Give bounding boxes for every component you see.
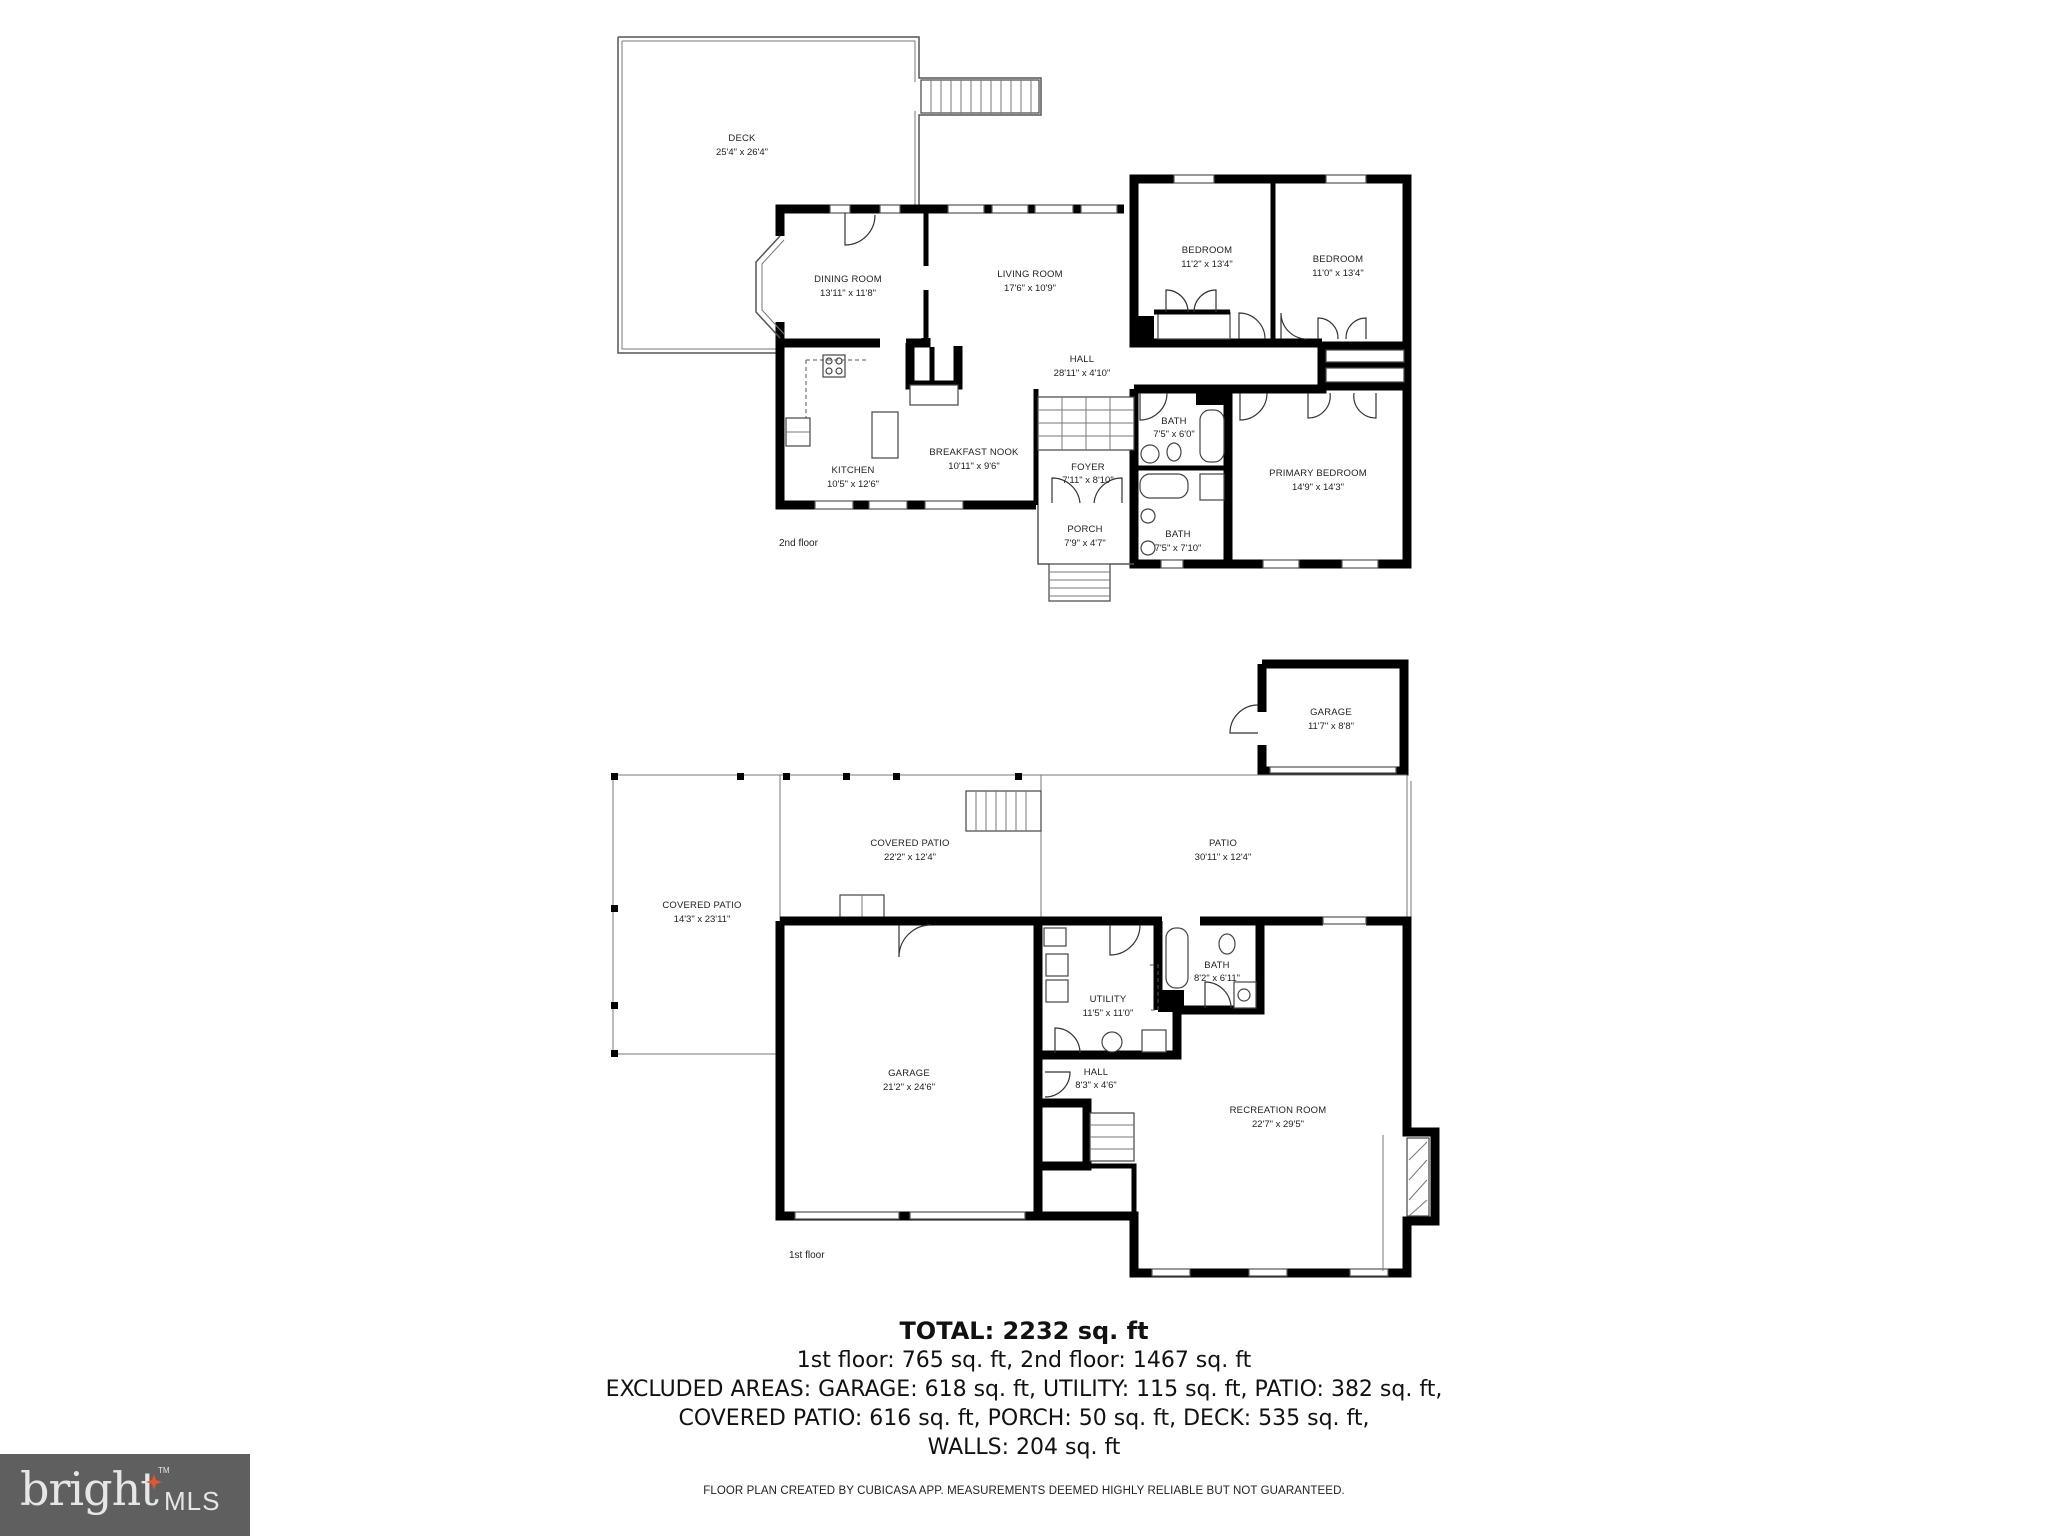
bright-mls-logo: bright TM MLS [0,1454,250,1536]
room-label-bedroom-2: BEDROOM [1313,254,1364,265]
room-label-primary-bedroom: PRIMARY BEDROOM [1269,468,1367,479]
room-dims-bath-1: 7'5" x 6'0" [1153,429,1195,440]
floor-label-1st: 1st floor [789,1250,825,1261]
first-floor-plan: GARAGE 11'7" x 8'8" COVERED PATIO 22'2" … [611,659,1440,1278]
doors-first-floor [898,924,1232,1098]
deck-stairs [920,79,1040,114]
room-label-deck: DECK [728,133,756,144]
room-dims-breakfast-nook: 10'11" x 9'6" [948,461,999,472]
room-dims-porch: 7'9" x 4'7" [1064,538,1106,549]
room-label-hall: HALL [1070,354,1095,365]
room-dims-primary-bedroom: 14'9" x 14'3" [1292,482,1344,493]
room-dims-bedroom-1: 11'2" x 13'4" [1181,259,1232,270]
logo-brand-text: bright [20,1462,159,1516]
room-label-garage: GARAGE [888,1068,930,1079]
disclaimer: FLOOR PLAN CREATED BY CUBICASA APP. MEAS… [703,1485,1345,1497]
room-dims-kitchen: 10'5" x 12'6" [827,479,879,490]
room-dims-covered-patio-left: 14'3" x 23'11" [674,914,731,925]
bath-fixtures [1139,409,1225,556]
room-label-bath-1: BATH [1161,416,1186,427]
room-label-bedroom-1: BEDROOM [1182,245,1233,256]
room-label-utility: UTILITY [1090,994,1127,1005]
fireplace [1382,1135,1430,1271]
room-dims-hall-1st: 8'3" x 4'6" [1075,1080,1117,1091]
room-dims-bath: 8'2" x 6'11" [1194,973,1240,984]
room-label-living-room: LIVING ROOM [997,269,1063,280]
room-dims-bedroom-2: 11'0" x 13'4" [1312,268,1363,279]
room-dims-patio: 30'11" x 12'4" [1195,852,1252,863]
patios [611,773,1412,1057]
floor-areas: 1st floor: 765 sq. ft, 2nd floor: 1467 s… [796,1348,1252,1373]
doors-second-floor [844,213,1377,504]
basement-stairs [1089,1112,1135,1162]
room-dims-foyer: 7'11" x 8'10" [1062,475,1113,486]
detached-garage [1229,659,1409,776]
room-label-hall-1st: HALL [1084,1067,1109,1078]
room-label-bath: BATH [1204,960,1229,971]
second-floor-plan: DECK 25'4" x 26'4" DINING ROOM 13'11" x … [617,36,1412,602]
excluded-areas-line-2: COVERED PATIO: 616 sq. ft, PORCH: 50 sq.… [678,1406,1370,1431]
excluded-areas-line-3: WALLS: 204 sq. ft [927,1435,1121,1460]
room-label-breakfast-nook: BREAKFAST NOOK [929,447,1019,458]
room-label-detached-garage: GARAGE [1310,707,1352,718]
room-dims-recreation-room: 22'7" x 29'5" [1252,1119,1304,1130]
room-label-covered-patio-left: COVERED PATIO [662,900,741,911]
kitchen-fixtures [785,354,899,459]
excluded-areas-line-1: EXCLUDED AREAS: GARAGE: 618 sq. ft, UTIL… [605,1377,1443,1402]
star-spark-icon [146,1474,162,1490]
logo-mls-text: MLS [164,1486,221,1516]
room-dims-hall: 28'11" x 4'10" [1054,368,1111,379]
room-dims-detached-garage: 11'7" x 8'8" [1308,721,1354,732]
room-dims-deck: 25'4" x 26'4" [716,147,768,158]
room-label-dining-room: DINING ROOM [814,274,882,285]
room-label-bath-2: BATH [1165,529,1190,540]
porch [1037,505,1134,602]
room-label-foyer: FOYER [1071,462,1105,473]
room-label-porch: PORCH [1067,524,1102,535]
room-label-recreation-room: RECREATION ROOM [1230,1105,1327,1116]
utility-fixtures [1043,927,1257,1053]
foyer-stairs [1037,396,1135,451]
deck [617,36,1042,354]
room-dims-covered-patio-top: 22'2" x 12'4" [884,852,936,863]
room-dims-dining-room: 13'11" x 11'8" [820,288,876,299]
room-dims-living-room: 17'6" x 10'9" [1004,283,1056,294]
total-area: TOTAL: 2232 sq. ft [899,1317,1149,1345]
room-label-patio: PATIO [1209,838,1237,849]
room-dims-bath-2: 7'5" x 7'10" [1155,543,1202,554]
logo-trademark: TM [158,1466,170,1475]
floor-label-2nd: 2nd floor [779,538,819,549]
room-dims-garage: 21'2" x 24'6" [883,1082,935,1093]
room-label-kitchen: KITCHEN [831,465,874,476]
room-dims-utility: 11'5" x 11'0" [1083,1008,1134,1019]
area-summary: TOTAL: 2232 sq. ft 1st floor: 765 sq. ft… [0,1316,2048,1462]
room-label-covered-patio-top: COVERED PATIO [870,838,949,849]
